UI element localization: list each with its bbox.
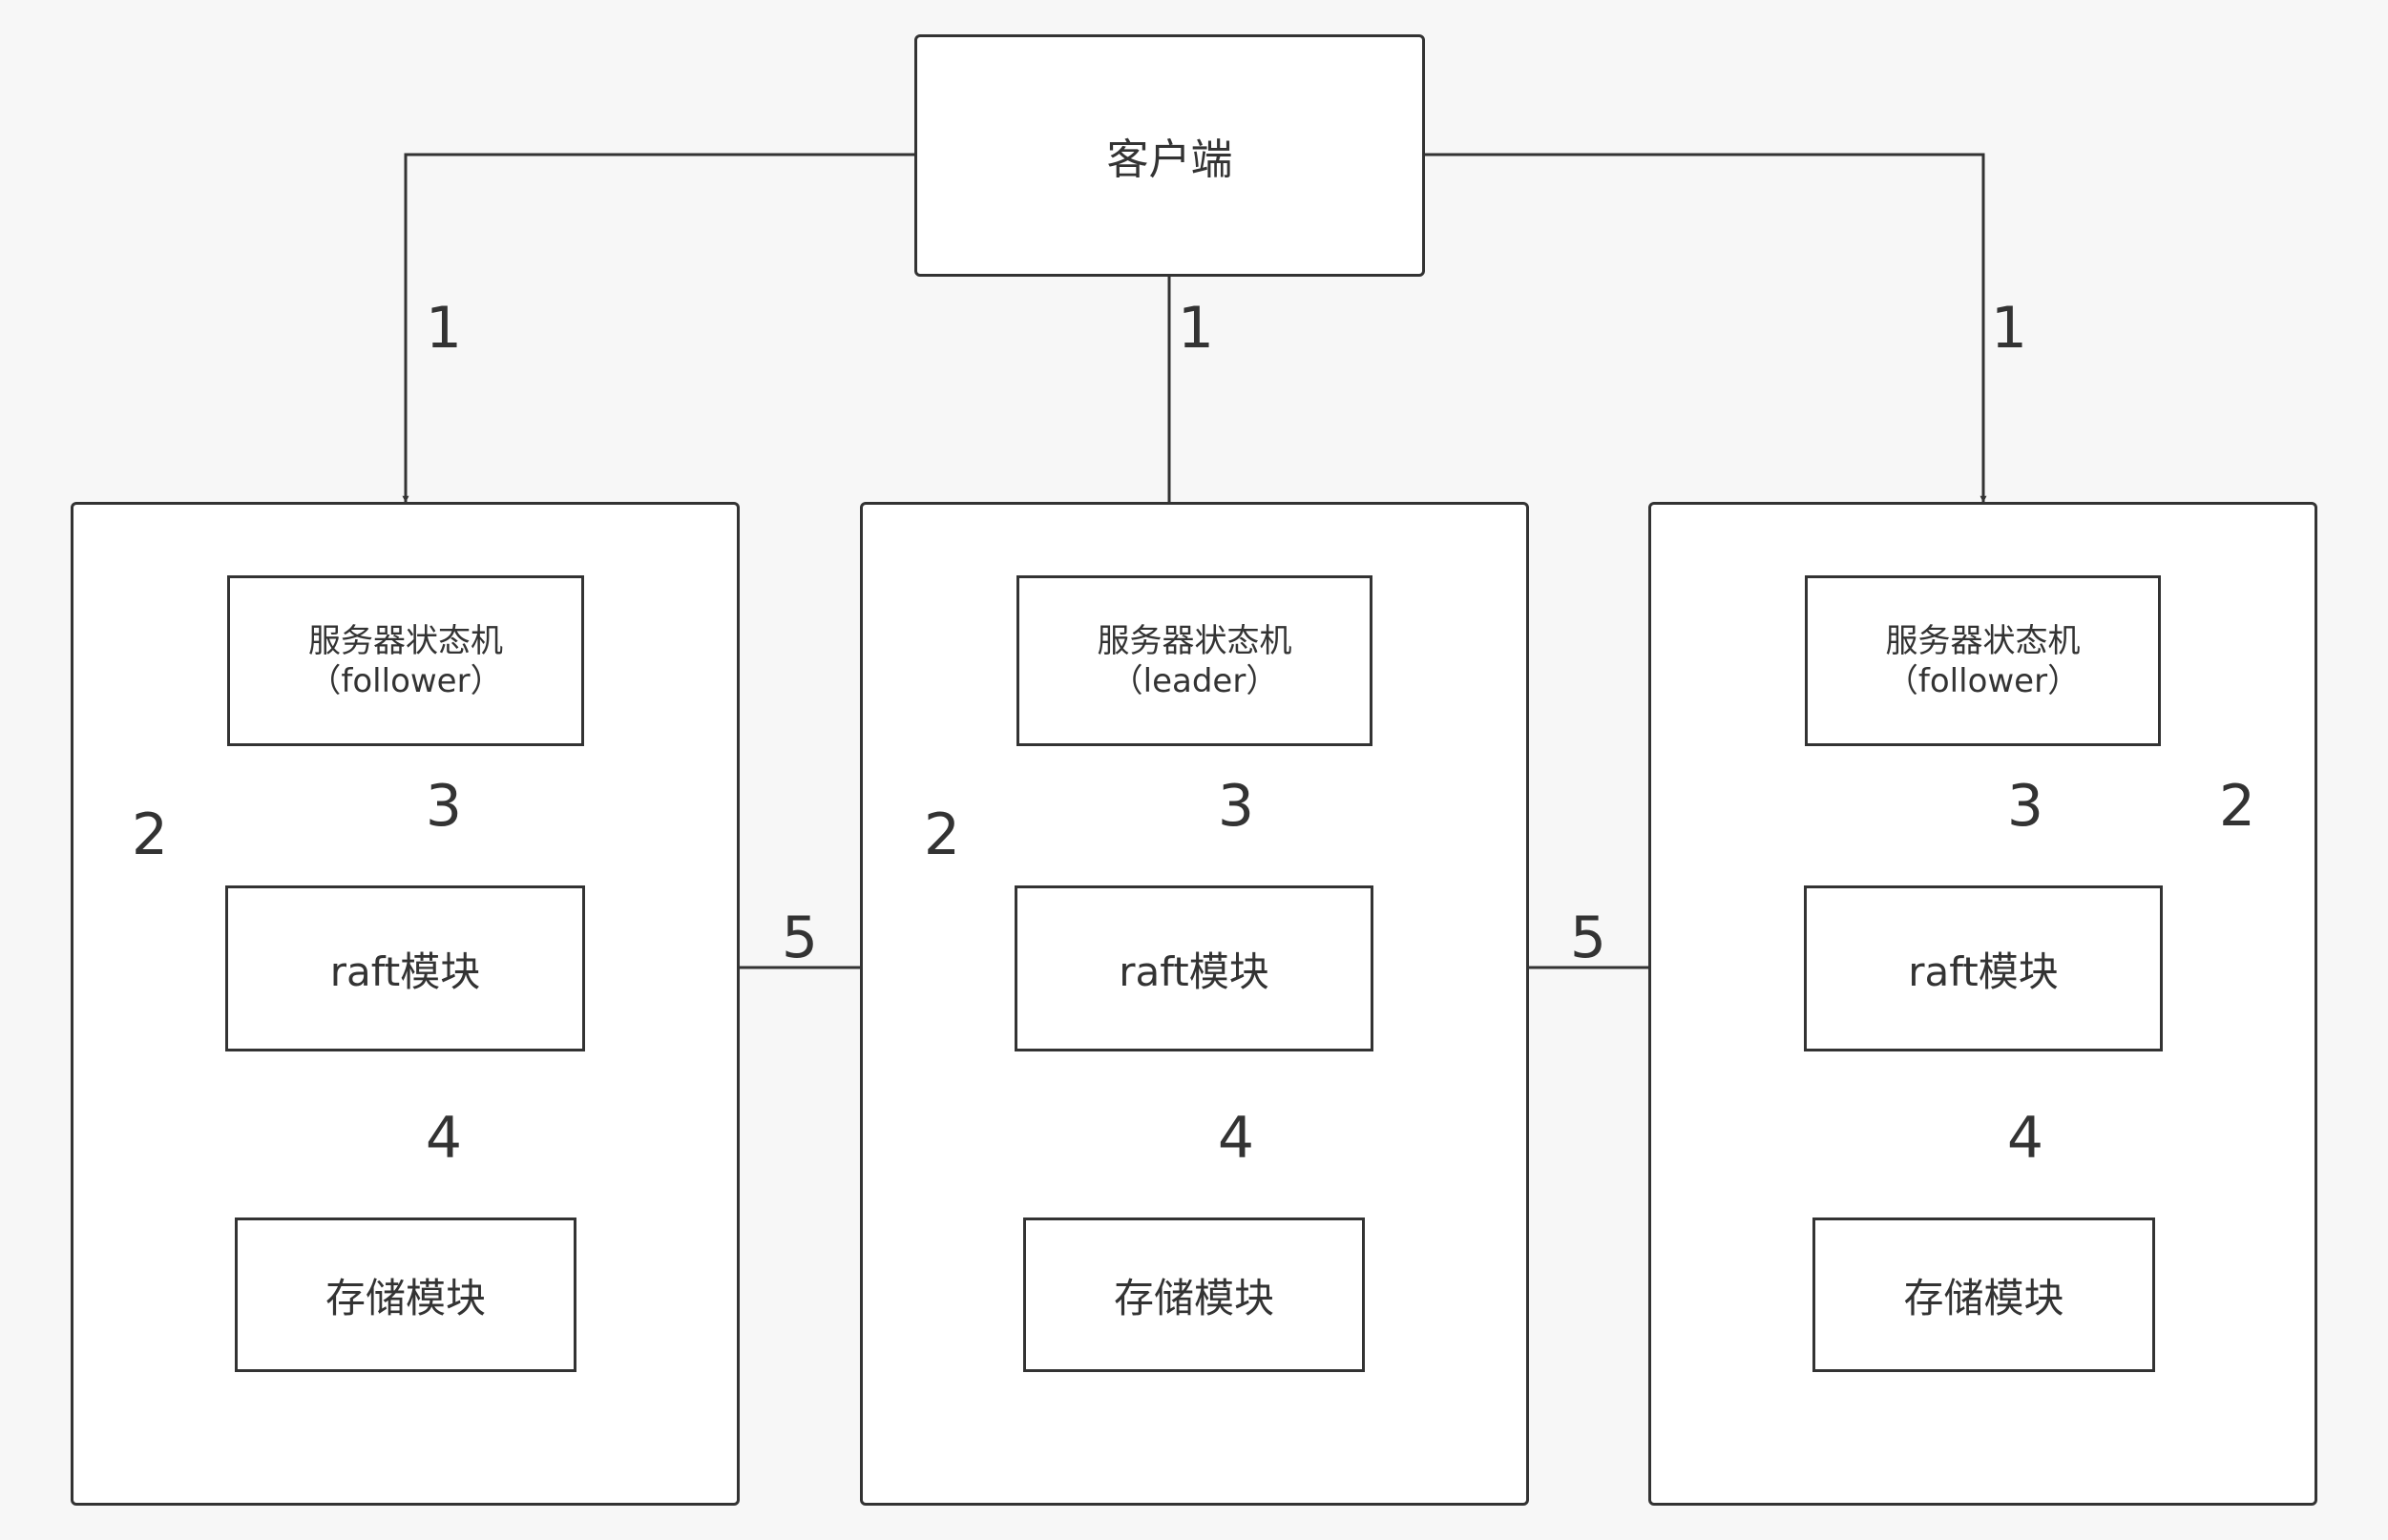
state-machine-label: 服务器状态机: [1885, 621, 2081, 660]
state-machine-label: 服务器状态机: [308, 621, 503, 660]
client-box: 客户端: [914, 34, 1425, 277]
storage-module-label: 存储模块: [325, 1274, 486, 1321]
state-machine-box-1: 服务器状态机 （follower）: [227, 575, 584, 746]
step-label-2-server-3: 2: [2218, 773, 2256, 840]
step-label-3-server-1: 3: [425, 773, 463, 840]
step-label-4-server-3: 4: [2006, 1105, 2044, 1172]
step-label-1-center: 1: [1177, 295, 1215, 362]
storage-module-box-3: 存储模块: [1812, 1217, 2155, 1372]
storage-module-label: 存储模块: [1113, 1274, 1274, 1321]
step-label-5-right: 5: [1569, 905, 1607, 971]
step-label-1-left: 1: [425, 295, 463, 362]
step-label-2-server-2: 2: [923, 801, 961, 868]
state-machine-role: （follower）: [1885, 661, 2081, 700]
state-machine-role: （leader）: [1110, 661, 1279, 700]
step-label-4-server-2: 4: [1217, 1105, 1255, 1172]
storage-module-label: 存储模块: [1903, 1274, 2064, 1321]
step-label-1-right: 1: [1990, 295, 2028, 362]
step-label-5-left: 5: [781, 905, 819, 971]
state-machine-role: （follower）: [308, 661, 503, 700]
arrow-client-to-server-1: [402, 153, 914, 503]
raft-module-box-1: raft模块: [225, 885, 585, 1051]
raft-module-label: raft模块: [329, 947, 481, 995]
raft-module-box-3: raft模块: [1804, 885, 2163, 1051]
step-label-3-server-3: 3: [2006, 773, 2044, 840]
raft-module-label: raft模块: [1119, 947, 1269, 995]
state-machine-box-3: 服务器状态机 （follower）: [1805, 575, 2161, 746]
client-label: 客户端: [1106, 135, 1233, 184]
arrow-client-to-server-3: [1425, 153, 1987, 503]
step-label-4-server-1: 4: [425, 1105, 463, 1172]
state-machine-label: 服务器状态机: [1097, 621, 1292, 660]
state-machine-box-2: 服务器状态机 （leader）: [1016, 575, 1372, 746]
storage-module-box-1: 存储模块: [235, 1217, 576, 1372]
raft-module-box-2: raft模块: [1015, 885, 1373, 1051]
storage-module-box-2: 存储模块: [1023, 1217, 1365, 1372]
raft-module-label: raft模块: [1908, 947, 2059, 995]
step-label-2-server-1: 2: [131, 801, 169, 868]
step-label-3-server-2: 3: [1217, 773, 1255, 840]
